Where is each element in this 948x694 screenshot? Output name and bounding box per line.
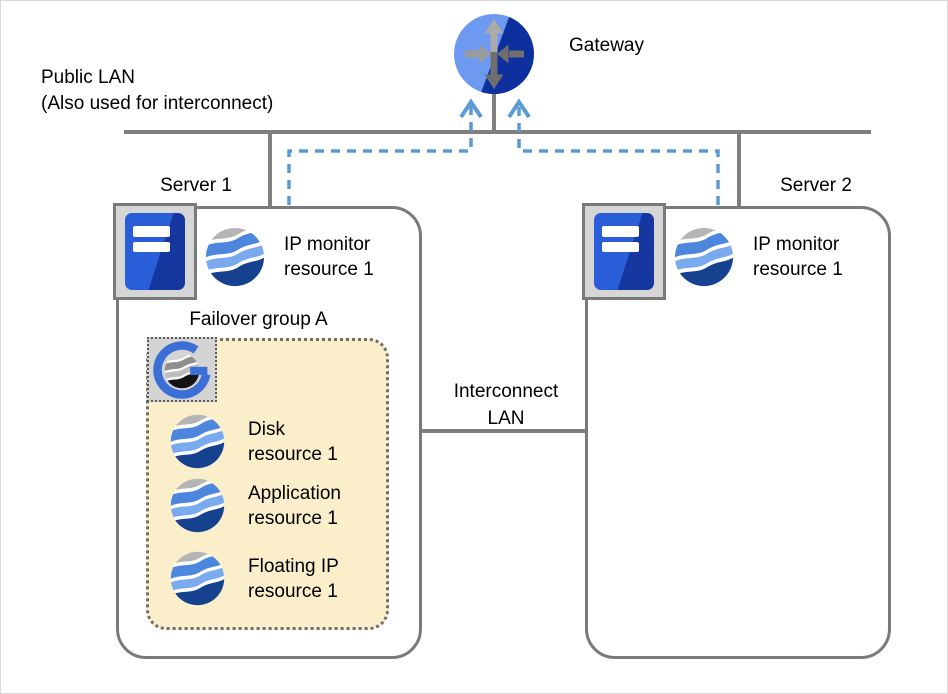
- server1-icon: [113, 203, 197, 300]
- application-resource: Application resource 1: [169, 477, 341, 534]
- ip-monitor-resource-icon: [673, 226, 735, 288]
- gateway-label: Gateway: [569, 35, 644, 56]
- public-lan-label: Public LAN (Also used for interconnect): [41, 65, 273, 117]
- server2-ip-monitor-resource: IP monitor resource 1: [673, 226, 843, 288]
- server-tower: [593, 213, 655, 290]
- ip-monitor-resource-icon: [204, 226, 266, 288]
- server2-icon: [582, 203, 666, 300]
- floating-ip-resource: Floating IP resource 1: [169, 550, 339, 607]
- floating-ip-resource-icon: [169, 550, 226, 607]
- gateway-stem-line: [492, 92, 496, 132]
- server2-lan-stem: [737, 132, 741, 206]
- public-lan-label-line2: (Also used for interconnect): [41, 93, 274, 114]
- failover-group-label: Failover group A: [189, 309, 328, 330]
- arrowhead-up-icon: [507, 98, 531, 119]
- disk-resource-icon: [169, 413, 226, 470]
- server-tower: [124, 213, 186, 290]
- server2-label: Server 2: [780, 175, 852, 196]
- public-lan-label-line1: Public LAN: [41, 67, 135, 88]
- public-lan-line: [124, 130, 871, 134]
- gateway-router-icon: [454, 14, 534, 94]
- interconnect-lan-label: Interconnect LAN: [453, 381, 559, 429]
- server1-ip-monitor-resource: IP monitor resource 1: [204, 226, 374, 288]
- ip-monitor-resource-label: IP monitor resource 1: [284, 234, 374, 280]
- server1-lan-stem: [268, 132, 272, 206]
- floating-ip-resource-label: Floating IP resource 1: [248, 555, 339, 602]
- application-resource-label: Application resource 1: [248, 482, 341, 529]
- disk-resource: Disk resource 1: [169, 413, 338, 470]
- server1-label: Server 1: [160, 175, 232, 196]
- failover-group-icon: [147, 337, 217, 402]
- disk-resource-label: Disk resource 1: [248, 418, 338, 465]
- ip-monitor-resource-label: IP monitor resource 1: [753, 234, 843, 280]
- application-resource-icon: [169, 477, 226, 534]
- interconnect-lan-line: [422, 429, 586, 433]
- arrowhead-up-icon: [459, 98, 483, 119]
